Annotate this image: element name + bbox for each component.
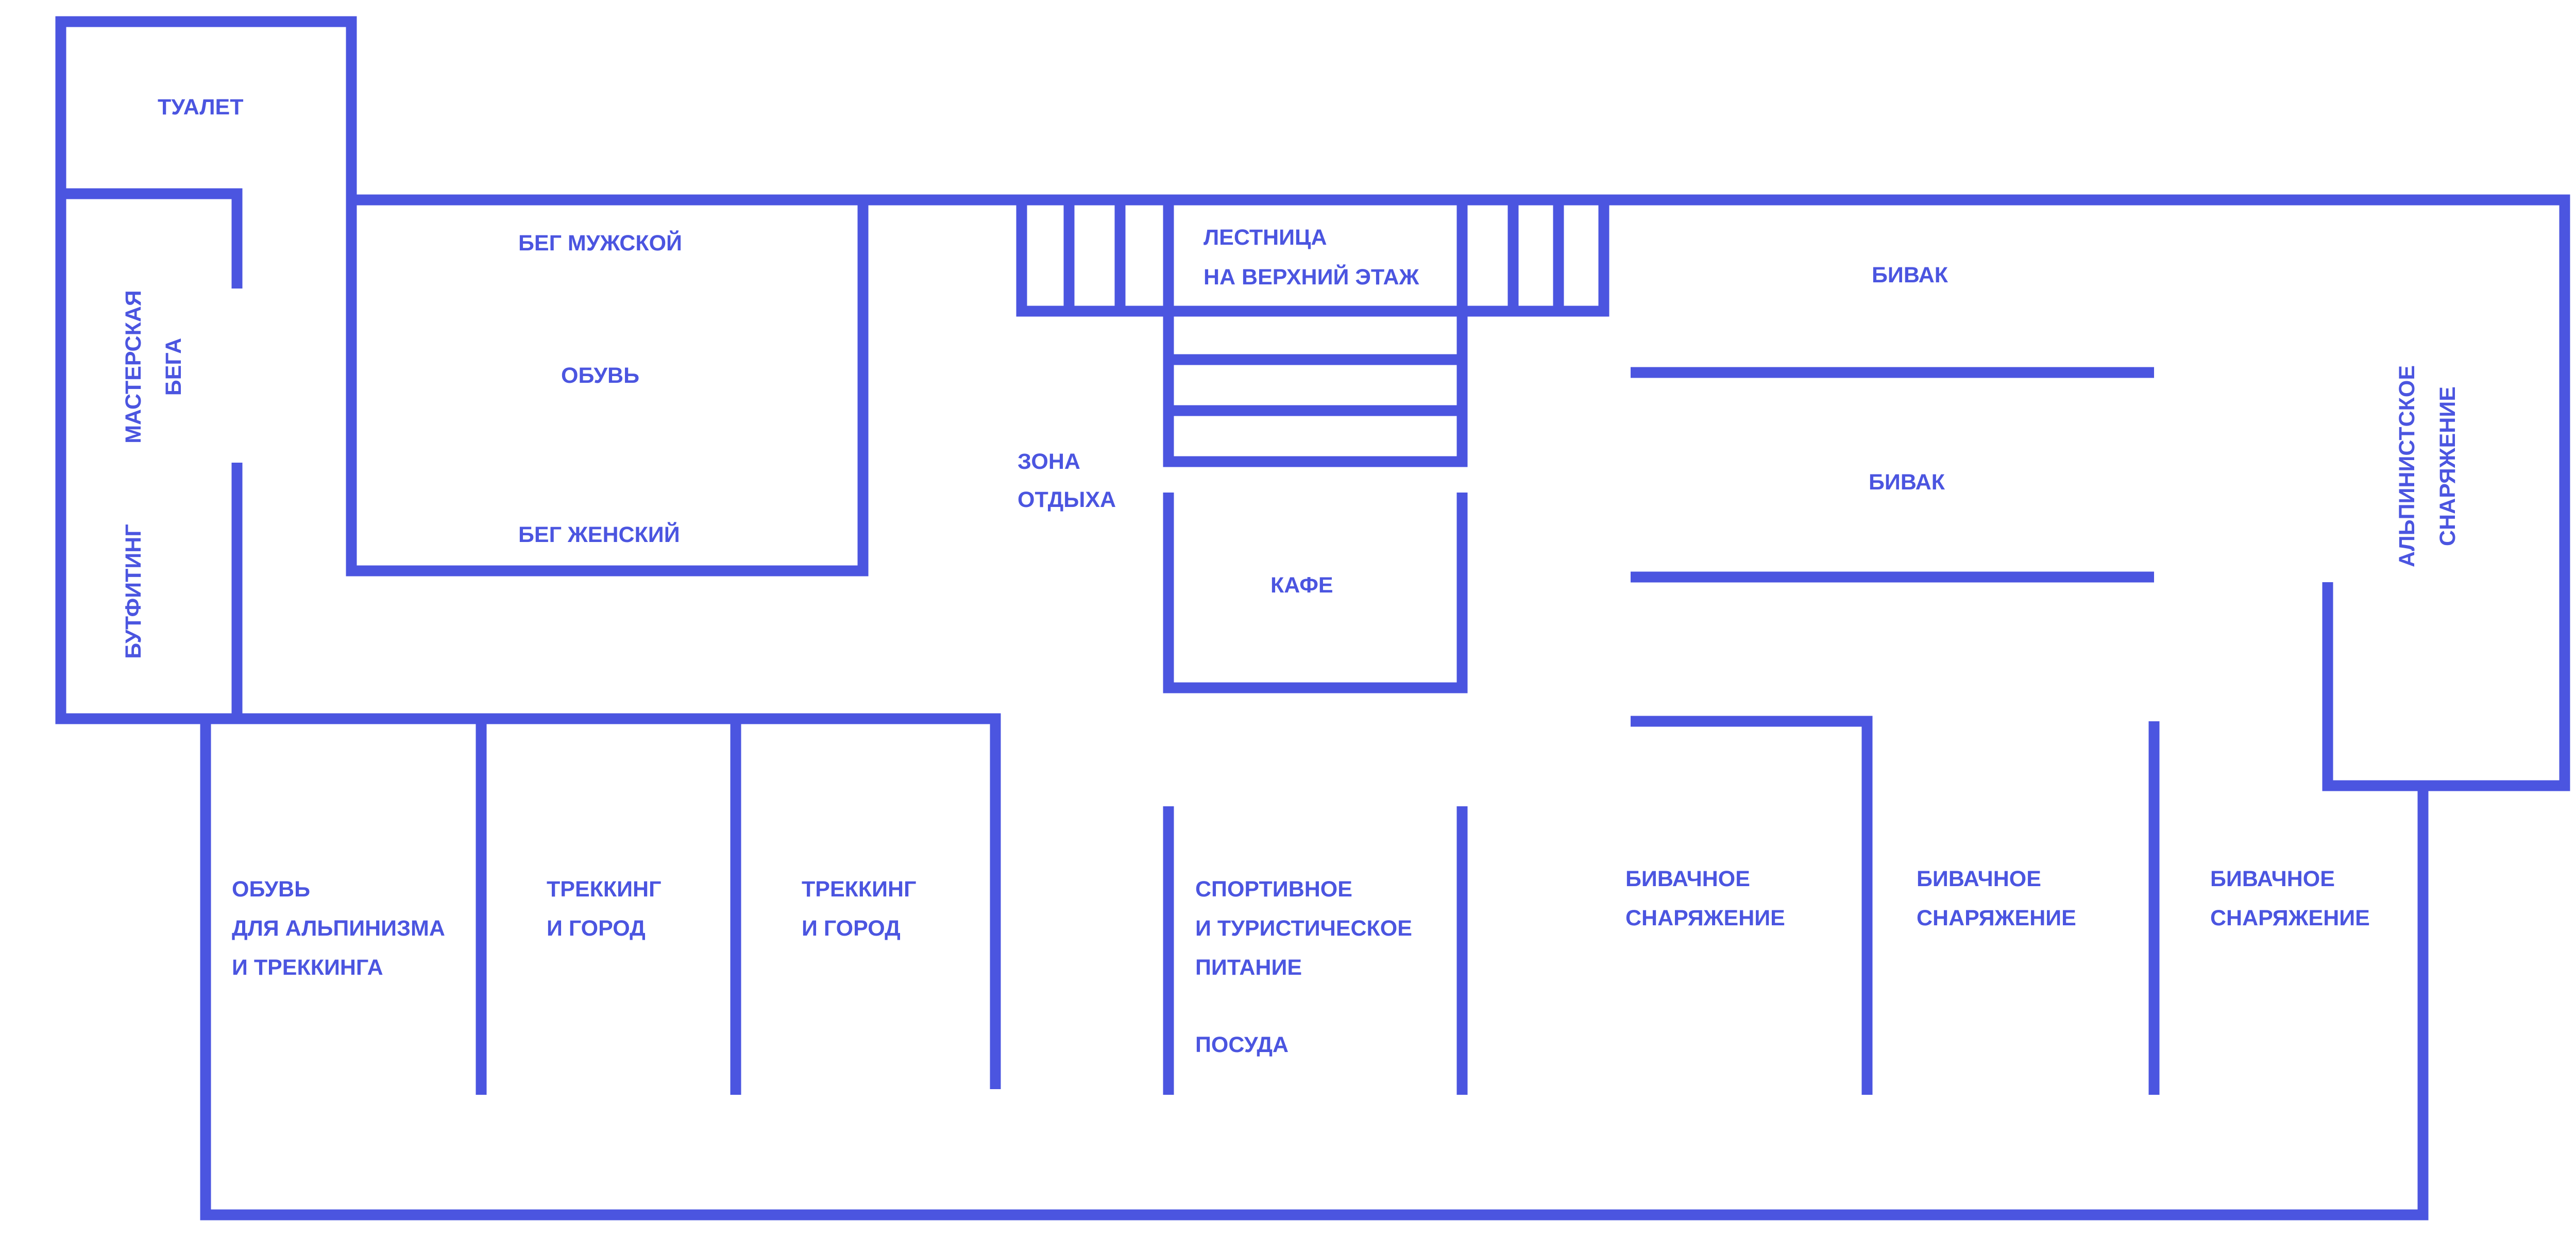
label-bivouac-gear: БИВАЧНОЕ [1625, 867, 1750, 891]
svg-text:ТУАЛЕТ: ТУАЛЕТ [158, 95, 243, 120]
label-cafe: КАФЕ [1270, 573, 1333, 598]
label-rest-zone: ОТДЫХА [1018, 487, 1116, 512]
svg-text:СНАРЯЖЕНИЕ: СНАРЯЖЕНИЕ [1917, 906, 2076, 930]
svg-text:СНАРЯЖЕНИЕ: СНАРЯЖЕНИЕ [2210, 906, 2370, 930]
wall-stair-core [1163, 200, 1468, 467]
svg-text:И ГОРОД: И ГОРОД [802, 916, 901, 941]
label-bivouac-gear: СНАРЯЖЕНИЕ [1917, 906, 2076, 930]
room-labels: ТУАЛЕТ МАСТЕРСКАЯ БЕГА БУТФИТИНГ БЕГ МУЖ… [121, 95, 2460, 1057]
svg-text:ОБУВЬ: ОБУВЬ [232, 877, 310, 902]
label-sport-nutrition: СПОРТИВНОЕ [1195, 877, 1352, 902]
svg-text:ЗОНА: ЗОНА [1018, 449, 1080, 474]
label-bivouac-gear: СНАРЯЖЕНИЕ [2210, 906, 2370, 930]
wall-stair-shaft [1016, 194, 1609, 317]
svg-text:БИВАЧНОЕ: БИВАЧНОЕ [1917, 867, 2041, 891]
wall-toilet [55, 16, 357, 200]
wall-left-wing [55, 188, 1001, 1089]
svg-text:МАСТЕРСКАЯ: МАСТЕРСКАЯ [121, 290, 146, 444]
svg-text:ЛЕСТНИЦА: ЛЕСТНИЦА [1204, 225, 1327, 250]
label-sport-nutrition: ПИТАНИЕ [1195, 955, 1302, 980]
svg-text:И ТРЕККИНГА: И ТРЕККИНГА [232, 955, 383, 980]
wall-bottom-outer [200, 719, 2429, 1221]
label-cookware: ПОСУДА [1195, 1032, 1289, 1057]
label-trekking-city: И ГОРОД [547, 916, 646, 941]
label-running-women: БЕГ ЖЕНСКИЙ [518, 522, 680, 547]
svg-text:СНАРЯЖЕНИЕ: СНАРЯЖЕНИЕ [1625, 906, 1785, 930]
svg-text:БИВАЧНОЕ: БИВАЧНОЕ [1625, 867, 1750, 891]
label-running-men: БЕГ МУЖСКОЙ [518, 230, 682, 256]
label-mountaineering-gear: СНАРЯЖЕНИЕ [2435, 386, 2460, 546]
svg-text:И ГОРОД: И ГОРОД [547, 916, 646, 941]
label-stairs: НА ВЕРХНИЙ ЭТАЖ [1204, 264, 1420, 290]
walls [55, 16, 2570, 1221]
label-sport-nutrition: И ТУРИСТИЧЕСКОЕ [1195, 916, 1412, 941]
svg-text:БЕГ МУЖСКОЙ: БЕГ МУЖСКОЙ [518, 230, 682, 256]
label-trekking-city: ТРЕККИНГ [802, 877, 916, 902]
label-trekking-city: И ГОРОД [802, 916, 901, 941]
svg-text:НА ВЕРХНИЙ ЭТАЖ: НА ВЕРХНИЙ ЭТАЖ [1204, 264, 1420, 290]
label-bivouac: БИВАК [1869, 470, 1945, 495]
label-shoes-mountaineering: ДЛЯ АЛЬПИНИЗМА [232, 916, 445, 941]
wall-top-outer [351, 194, 2570, 791]
wall-running-room [346, 194, 869, 577]
label-stairs: ЛЕСТНИЦА [1204, 225, 1327, 250]
svg-text:БИВАК: БИВАК [1869, 470, 1945, 495]
svg-text:ПИТАНИЕ: ПИТАНИЕ [1195, 955, 1302, 980]
label-running-workshop: МАСТЕРСКАЯ [121, 290, 146, 444]
label-bivouac-gear: БИВАЧНОЕ [1917, 867, 2041, 891]
label-shoes-mountaineering: ОБУВЬ [232, 877, 310, 902]
svg-text:БУТФИТИНГ: БУТФИТИНГ [121, 524, 146, 658]
svg-text:ТРЕККИНГ: ТРЕККИНГ [802, 877, 916, 902]
label-shoes: ОБУВЬ [561, 363, 639, 388]
label-mountaineering-gear: АЛЬПИНИСТСКОЕ [2395, 365, 2419, 567]
svg-text:БЕГА: БЕГА [161, 338, 186, 396]
svg-text:БИВАК: БИВАК [1872, 263, 1948, 287]
label-bivouac-gear: БИВАЧНОЕ [2210, 867, 2335, 891]
svg-text:ПОСУДА: ПОСУДА [1195, 1032, 1289, 1057]
label-shoes-mountaineering: И ТРЕККИНГА [232, 955, 383, 980]
svg-text:БЕГ ЖЕНСКИЙ: БЕГ ЖЕНСКИЙ [518, 522, 680, 547]
svg-text:СПОРТИВНОЕ: СПОРТИВНОЕ [1195, 877, 1352, 902]
svg-text:ОТДЫХА: ОТДЫХА [1018, 487, 1116, 512]
svg-text:И ТУРИСТИЧЕСКОЕ: И ТУРИСТИЧЕСКОЕ [1195, 916, 1412, 941]
label-bootfitting: БУТФИТИНГ [121, 524, 146, 658]
label-rest-zone: ЗОНА [1018, 449, 1080, 474]
label-bivouac: БИВАК [1872, 263, 1948, 287]
svg-text:АЛЬПИНИСТСКОЕ: АЛЬПИНИСТСКОЕ [2395, 365, 2419, 567]
label-toilet: ТУАЛЕТ [158, 95, 243, 120]
wall-bivouac-gear-room [1631, 716, 1873, 1095]
svg-text:ТРЕККИНГ: ТРЕККИНГ [547, 877, 661, 902]
svg-text:ДЛЯ АЛЬПИНИЗМА: ДЛЯ АЛЬПИНИЗМА [232, 916, 445, 941]
label-bivouac-gear: СНАРЯЖЕНИЕ [1625, 906, 1785, 930]
svg-text:СНАРЯЖЕНИЕ: СНАРЯЖЕНИЕ [2435, 386, 2460, 546]
svg-text:БИВАЧНОЕ: БИВАЧНОЕ [2210, 867, 2335, 891]
label-running-workshop: БЕГА [161, 338, 186, 396]
label-trekking-city: ТРЕККИНГ [547, 877, 661, 902]
wall-cafe [1163, 493, 1468, 693]
svg-text:ОБУВЬ: ОБУВЬ [561, 363, 639, 388]
svg-text:КАФЕ: КАФЕ [1270, 573, 1333, 598]
